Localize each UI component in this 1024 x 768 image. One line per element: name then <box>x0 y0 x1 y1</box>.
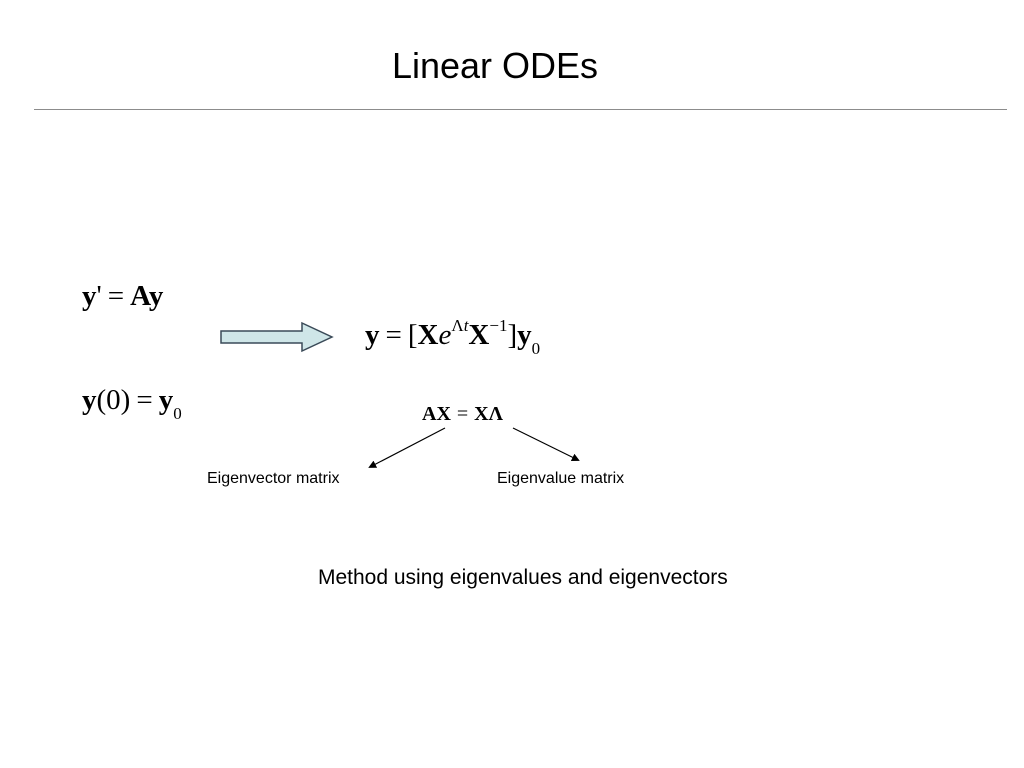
ode-matrix: A <box>130 280 149 312</box>
solution-exp-base: e <box>438 319 452 351</box>
ode-prime: ' <box>96 280 102 312</box>
eigenvalue-matrix-label: Eigenvalue matrix <box>497 470 625 487</box>
eigenvector-matrix-label: Eigenvector matrix <box>207 470 340 487</box>
solution-equals: = <box>385 319 402 351</box>
eigenvalue-pointer-line <box>512 427 580 461</box>
block-right-arrow-icon <box>220 321 334 353</box>
init-equals: = <box>136 384 153 416</box>
init-lhs: y <box>82 384 97 416</box>
title-divider <box>34 109 1007 110</box>
eigen-equation: AX=XΛ <box>422 401 503 427</box>
eigenvector-pointer-line <box>368 427 446 468</box>
ode-vector: y <box>148 280 164 312</box>
solution-exp-power: Λt <box>451 316 468 335</box>
solution-lhs: y <box>365 319 380 351</box>
solution-exp-t: t <box>463 316 469 335</box>
eigen-rhs: XΛ <box>474 403 503 425</box>
solution-rhs-subscript: 0 <box>531 339 541 358</box>
solution-eigenvector-matrix-inverse: X <box>468 319 490 351</box>
eigen-lhs: AX <box>422 403 451 425</box>
init-arg: (0) <box>96 384 131 416</box>
solution-rhs: y <box>517 319 532 351</box>
init-rhs-subscript: 0 <box>173 404 182 423</box>
eigen-equals: = <box>456 403 469 425</box>
initial-condition-equation: y(0)=y0 <box>82 383 182 422</box>
init-rhs: y <box>158 384 174 416</box>
solution-inverse-power: −1 <box>489 316 508 335</box>
ode-equation: y'=Ay <box>82 279 163 313</box>
ode-lhs: y <box>82 280 97 312</box>
solution-exp-lambda: Λ <box>451 316 464 335</box>
solution-open-bracket: [ <box>407 319 418 351</box>
solution-equation: y=[XeΛtX−1]y0 <box>365 316 540 357</box>
ode-equals: = <box>107 280 125 312</box>
method-note: Method using eigenvalues and eigenvector… <box>318 566 728 589</box>
slide-title: Linear ODEs <box>391 45 599 86</box>
solution-close-bracket: ] <box>507 319 518 351</box>
solution-eigenvector-matrix: X <box>417 319 439 351</box>
